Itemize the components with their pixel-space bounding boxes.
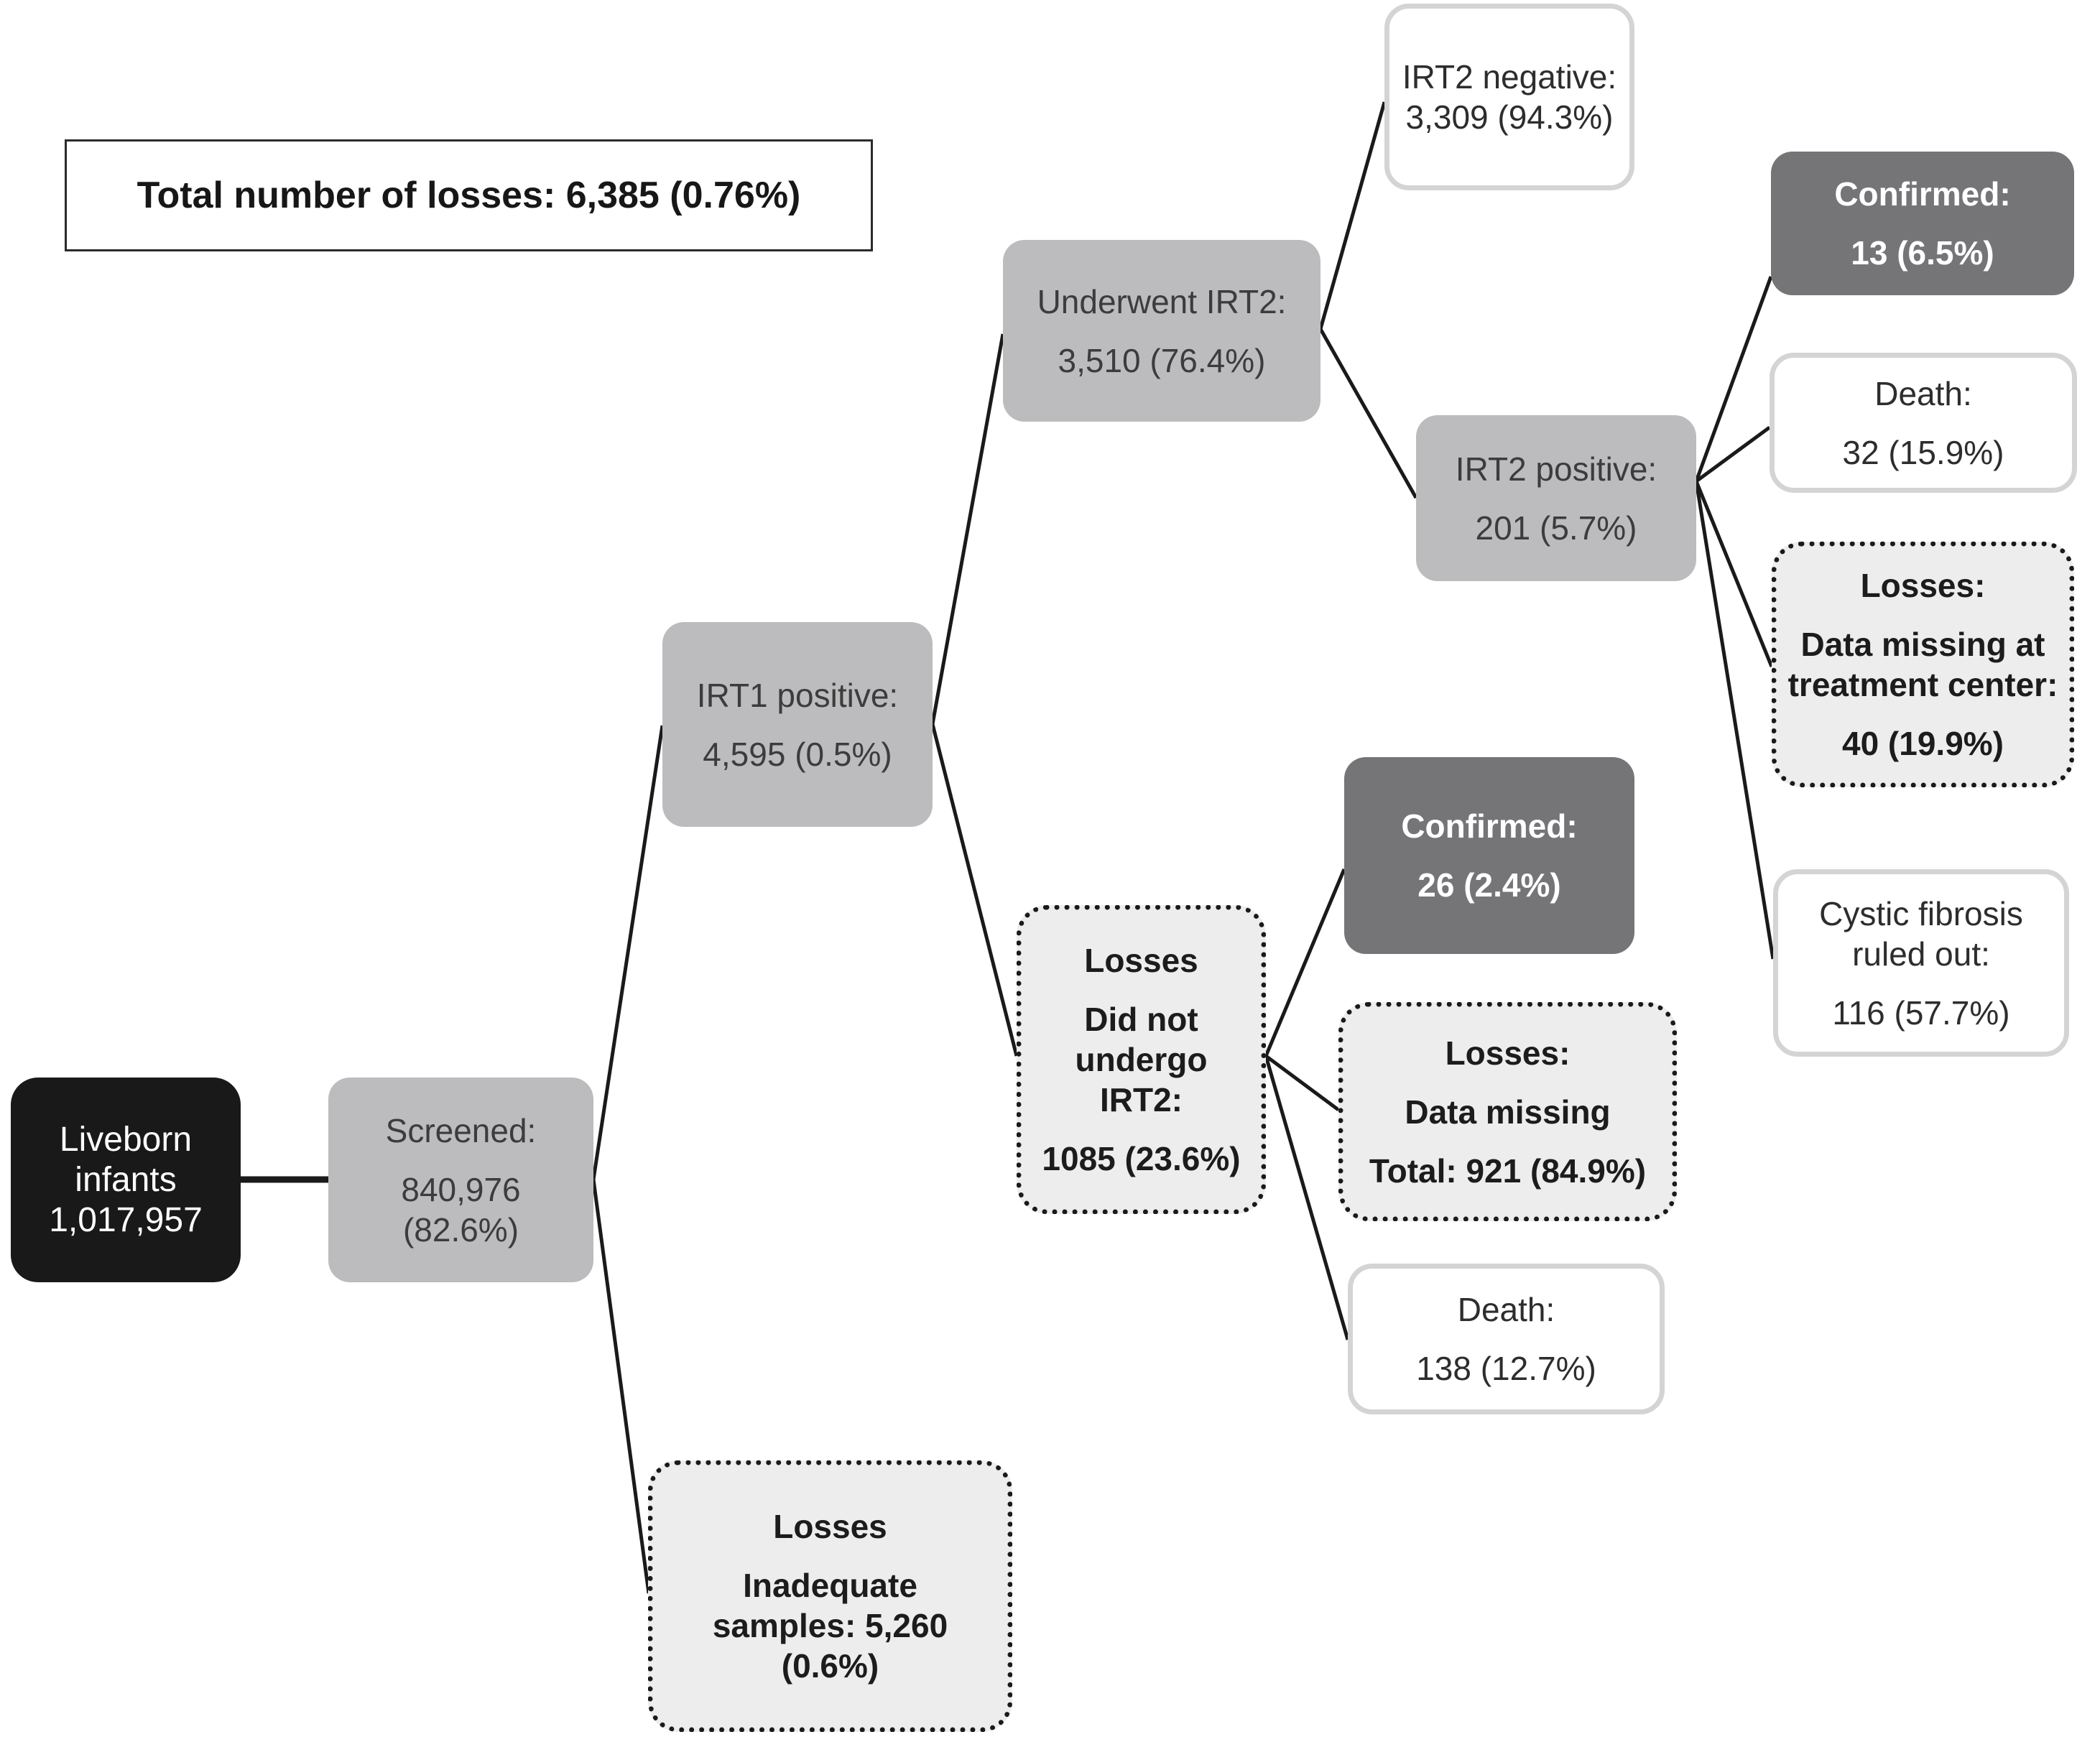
edge-screened-lossesinadequate: [591, 1179, 651, 1594]
edge-irt2positive-cfruledout: [1694, 481, 1775, 960]
node-irt2-negative: IRT2 negative:3,309 (94.3%): [1384, 4, 1634, 190]
node-irt1-positive: IRT1 positive:4,595 (0.5%): [662, 622, 933, 827]
edge-lossesdidnotundergo-confirmed26: [1264, 868, 1346, 1057]
node-death-after-irt2: Death:32 (15.9%): [1770, 353, 2077, 493]
edge-screened-irt1positive: [591, 725, 665, 1180]
edge-lossesdidnotundergo-lossesdatamissing: [1264, 1054, 1340, 1112]
edge-irt2positive-death32: [1695, 425, 1771, 483]
edge-irt1positive-underwentirt2: [930, 333, 1005, 725]
node-irt2-positive: IRT2 positive:201 (5.7%): [1416, 415, 1696, 581]
edge-underwentirt2-irt2positive: [1318, 328, 1418, 499]
edge-lossesdidnotundergo-death138: [1264, 1055, 1350, 1340]
node-screened: Screened:840,976(82.6%): [328, 1078, 593, 1282]
node-confirmed-after-irt2: Confirmed:13 (6.5%): [1771, 152, 2074, 295]
node-death-no-irt2: Death:138 (12.7%): [1348, 1264, 1665, 1414]
edge-irt2positive-confirmed13: [1694, 276, 1773, 482]
edge-irt2positive-lossestreatment: [1694, 481, 1774, 667]
node-confirmed-no-irt2: Confirmed:26 (2.4%): [1344, 757, 1634, 954]
edge-irt1positive-lossesdidnotundergo: [930, 723, 1019, 1057]
edge-underwentirt2-irt2negative: [1318, 101, 1387, 330]
total-losses-note: Total number of losses: 6,385 (0.76%): [65, 139, 873, 251]
node-underwent-irt2: Underwent IRT2:3,510 (76.4%): [1003, 240, 1320, 422]
